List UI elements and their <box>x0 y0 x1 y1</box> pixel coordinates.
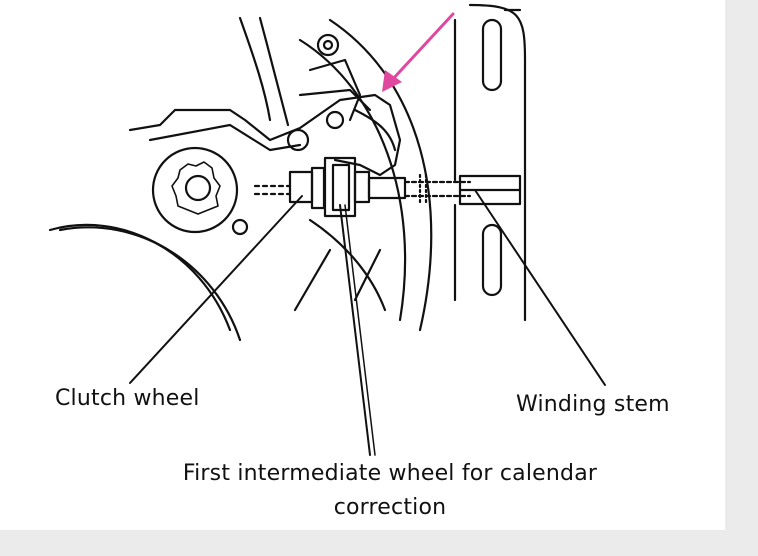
setting-lever <box>128 93 402 177</box>
spring-detail <box>308 58 362 122</box>
winding-stem-label: Winding stem <box>516 392 670 417</box>
lever-tail <box>353 108 397 152</box>
intermediate-wheel-lower-arc <box>308 218 387 312</box>
watch-mechanism-drawing <box>48 3 606 456</box>
lever-hole <box>231 218 249 236</box>
first-intermediate-leader-2 <box>344 204 376 456</box>
lever-pivot <box>316 33 340 57</box>
intermediate-hub <box>353 170 371 204</box>
lower-plate-lines <box>293 248 382 312</box>
case-slot-1 <box>481 18 503 92</box>
bridge-curve-2 <box>258 16 290 127</box>
lever-pivot-inner <box>322 39 334 51</box>
stem-vertical-dots <box>418 173 428 207</box>
winding-stem-leader <box>474 189 606 386</box>
case-frame-right <box>468 3 527 322</box>
lever-screw-2 <box>325 110 345 130</box>
case-slot-2 <box>481 223 503 297</box>
first-intermediate-leader <box>339 204 371 456</box>
clutch-wheel-rim <box>151 146 239 234</box>
lever-screw <box>286 128 310 152</box>
large-wheel-arc <box>58 226 242 342</box>
clutch-wheel-teeth <box>171 161 221 215</box>
diagram-canvas: Clutch wheel Winding stem First intermed… <box>0 0 725 530</box>
highlight-arrow-icon <box>382 12 455 92</box>
sleeve-collar <box>310 166 326 210</box>
setting-lever-2 <box>148 123 302 152</box>
inner-plate-arc-2 <box>328 18 433 332</box>
clutch-wheel-label: Clutch wheel <box>55 386 200 411</box>
stem-piece <box>367 176 407 200</box>
clutch-wheel-hub <box>184 174 212 202</box>
inner-plate-arc <box>298 38 407 322</box>
bridge-curve <box>238 16 272 122</box>
intermediate-wheel-core <box>331 163 351 212</box>
first-intermediate-wheel-label: First intermediate wheel for calendar co… <box>182 461 598 520</box>
lever-small <box>298 88 372 112</box>
clutch-leader-line <box>129 195 303 384</box>
